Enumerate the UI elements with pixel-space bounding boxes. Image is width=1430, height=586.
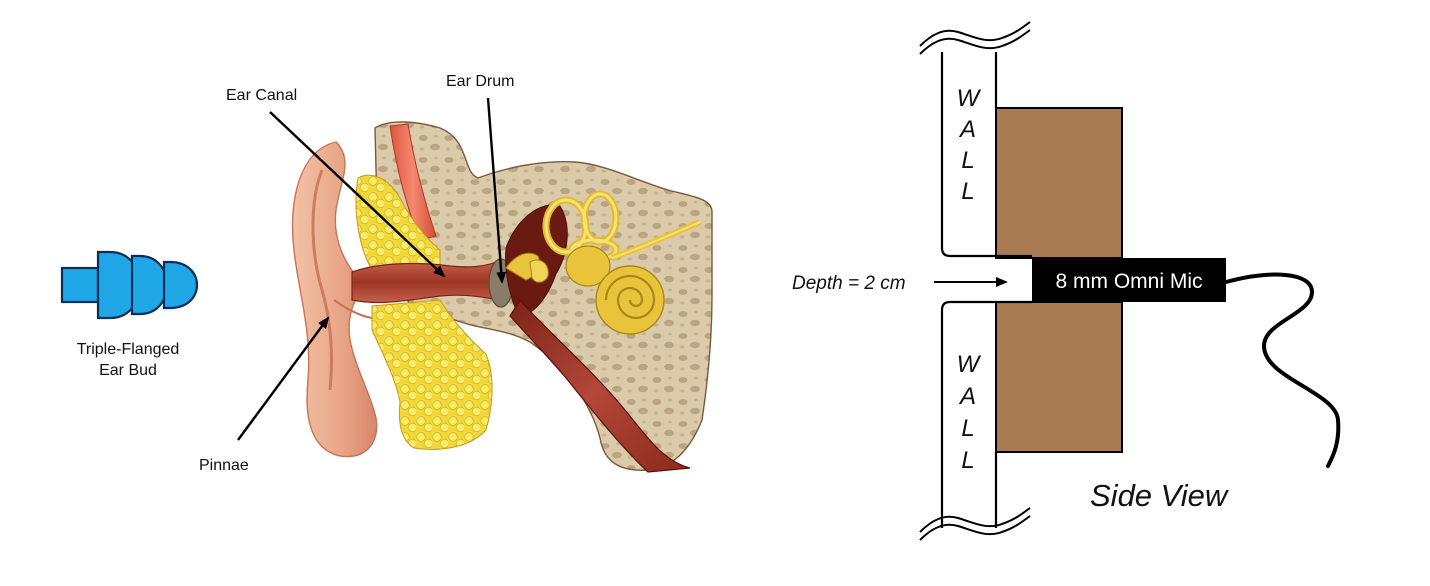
pinnae-label: Pinnae xyxy=(199,457,249,474)
lower-wall xyxy=(919,300,1032,541)
upper-wall xyxy=(919,21,1032,258)
upper-wall-letter-4: L xyxy=(961,178,974,205)
omni-mic-label: 8 mm Omni Mic xyxy=(1056,270,1203,293)
side-view-label: Side View xyxy=(1090,478,1230,513)
upper-wall-letter-1: W xyxy=(957,85,982,112)
depth-label: Depth = 2 cm xyxy=(792,273,906,294)
ear-canal-arrow xyxy=(269,111,446,278)
upper-mount-block xyxy=(995,107,1123,259)
earbud-label-line2: Ear Bud xyxy=(99,362,157,379)
earbud-label-line1: Triple-Flanged xyxy=(77,341,180,358)
mic-cable xyxy=(1224,272,1341,468)
upper-wall-letter-3: L xyxy=(961,147,974,174)
lower-wall-letter-1: W xyxy=(957,351,982,378)
triple-flanged-ear-bud-icon xyxy=(60,250,198,320)
upper-wall-letter-2: A xyxy=(958,116,976,143)
lower-wall-letter-4: L xyxy=(961,447,974,474)
pinnae-arrow xyxy=(237,316,330,441)
ear-drum-label: Ear Drum xyxy=(446,73,514,90)
ear-canal-label: Ear Canal xyxy=(226,87,297,104)
ear-anatomy-illustration xyxy=(291,121,713,473)
lower-mount-block xyxy=(995,301,1123,453)
omni-mic-body xyxy=(1032,258,1226,302)
ear-drum-arrow xyxy=(486,97,507,284)
lower-wall-letter-3: L xyxy=(961,415,974,442)
lower-wall-letter-2: A xyxy=(958,383,976,410)
